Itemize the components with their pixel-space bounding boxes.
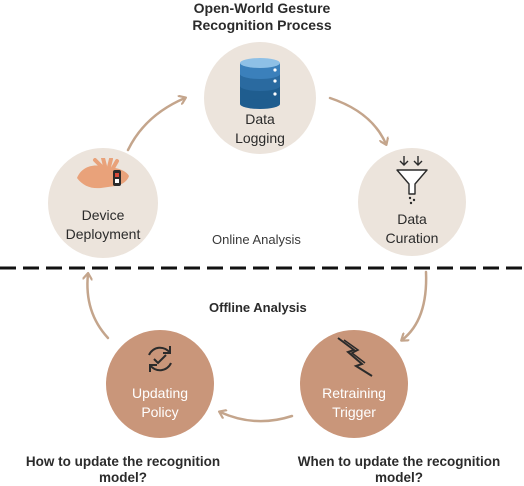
node-data-logging: Data Logging bbox=[204, 42, 316, 154]
node-device-deployment-line-1: Device bbox=[81, 207, 125, 223]
how-question-line-1: How to update the recognition bbox=[25, 454, 221, 469]
funnel-icon bbox=[396, 156, 428, 205]
lightning-icon bbox=[337, 337, 373, 377]
offline-analysis-label: Offline Analysis bbox=[209, 300, 307, 315]
node-retraining-trigger-line-1: Retraining bbox=[322, 385, 386, 401]
node-data-logging-line-2: Logging bbox=[235, 130, 285, 146]
hand-wearable-icon bbox=[77, 158, 129, 189]
node-updating-policy-line-1: Updating bbox=[131, 385, 189, 401]
node-device-deployment-line-2: Deployment bbox=[65, 226, 141, 242]
arrow-trigger-to-policy bbox=[220, 412, 294, 423]
title-line-2: Recognition Process bbox=[192, 17, 332, 33]
node-updating-policy: Updating Policy bbox=[106, 330, 214, 438]
node-retraining-trigger-line-2: Trigger bbox=[332, 404, 376, 420]
refresh-check-icon bbox=[148, 346, 172, 372]
when-question: When to update the recognition model? bbox=[274, 454, 524, 486]
node-data-curation-line-1: Data bbox=[397, 211, 427, 227]
node-retraining-trigger: Retraining Trigger bbox=[300, 330, 408, 438]
online-analysis-label: Online Analysis bbox=[212, 232, 301, 247]
when-question-line-1: When to update the recognition bbox=[297, 454, 501, 469]
diagram-title: Open-World Gesture Recognition Process bbox=[0, 0, 524, 34]
arrow-logging-to-curation bbox=[328, 96, 386, 144]
node-data-curation-line-2: Curation bbox=[385, 230, 439, 246]
when-question-line-2: model? bbox=[374, 470, 423, 485]
database-icon bbox=[240, 58, 280, 109]
title-line-1: Open-World Gesture bbox=[193, 0, 331, 16]
arrow-deployment-to-logging bbox=[126, 98, 185, 152]
node-data-logging-line-1: Data bbox=[245, 111, 275, 127]
node-data-curation: Data Curation bbox=[358, 148, 466, 256]
arrow-policy-to-deployment bbox=[87, 274, 110, 340]
arrow-curation-to-trigger bbox=[402, 270, 428, 340]
node-device-deployment: Device Deployment bbox=[48, 148, 158, 258]
how-question-line-2: model? bbox=[98, 470, 147, 485]
node-updating-policy-line-2: Policy bbox=[141, 404, 179, 420]
how-question: How to update the recognition model? bbox=[0, 454, 246, 486]
